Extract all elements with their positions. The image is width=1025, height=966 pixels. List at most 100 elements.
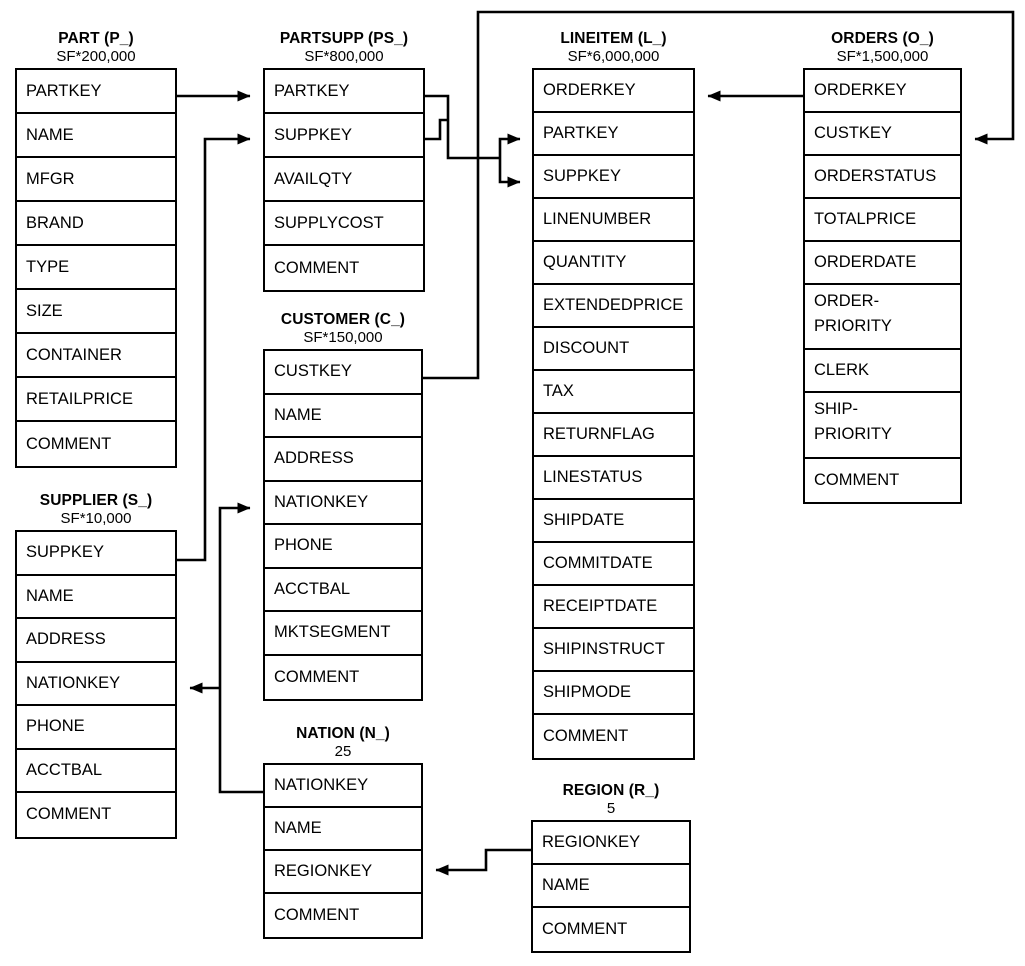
field-row: BRAND [17,202,175,246]
field-row: NATIONKEY [265,765,421,808]
field-row: QUANTITY [534,242,693,285]
field-row: RECEIPTDATE [534,586,693,629]
field-row: ORDERDATE [805,242,960,285]
field-row: MKTSEGMENT [265,612,421,656]
field-row: COMMENT [265,246,423,290]
field-row: DISCOUNT [534,328,693,371]
field-row: COMMENT [17,793,175,837]
entity-title-supplier: SUPPLIER (S_) [39,492,153,509]
field-row: SHIPINSTRUCT [534,629,693,672]
field-row: COMMENT [533,908,689,951]
entity-cardinality-nation: 25 [334,743,352,760]
field-row: NAME [265,394,421,438]
field-row: NATIONKEY [265,481,421,525]
field-row: TYPE [17,246,175,290]
entity-title-nation: NATION (N_) [296,725,390,742]
entity-title-orders: ORDERS (O_) [831,30,934,47]
entity-title-customer: CUSTOMER (C_) [280,311,406,328]
field-row: CLERK [805,350,960,394]
field-row: NAME [17,575,175,619]
field-row: ACCTBAL [17,749,175,793]
field-row: PARTKEY [265,70,423,114]
entity-cardinality-customer: SF*150,000 [303,329,383,346]
wire-partsupp-trunk [446,132,500,160]
field-row: RETAILPRICE [17,378,175,422]
field-row: ADDRESS [17,619,175,663]
field-row: CUSTKEY [265,351,421,395]
wire-partsupp-suppkey-stub [425,118,448,141]
field-row: CUSTKEY [805,113,960,156]
field-row: CONTAINER [17,334,175,378]
field-row: COMMENT [265,655,421,699]
field-row: PHONE [265,525,421,569]
wire-region-to-nation [435,848,531,876]
field-row: NAME [265,808,421,851]
wire-nation-to-customer [218,502,263,794]
field-row: EXTENDEDPRICE [534,285,693,328]
field-row: COMMENT [265,894,421,937]
field-row: LINESTATUS [534,457,693,500]
entity-cardinality-partsupp: SF*800,000 [304,48,384,65]
field-row: SHIPMODE [534,672,693,715]
entity-cardinality-part: SF*200,000 [56,48,136,65]
field-row: NAME [17,114,175,158]
field-row: ORDER-PRIORITY [805,285,960,351]
entity-title-part: PART (P_) [58,30,134,47]
wire-supplier-to-partsupp [177,133,251,562]
field-row: LINENUMBER [534,199,693,242]
field-row: SIZE [17,290,175,334]
entity-title-region: REGION (R_) [562,782,660,799]
wire-partsupp-to-lineitem-partkey [498,133,521,158]
field-row: TAX [534,371,693,414]
field-row: COMMENT [534,715,693,758]
entity-cardinality-supplier: SF*10,000 [60,510,132,527]
field-row: ADDRESS [265,438,421,482]
field-row: COMMENT [805,458,960,502]
wire-partsupp-to-lineitem-suppkey [498,158,521,188]
entity-title-lineitem: LINEITEM (L_) [560,30,667,47]
field-row: NATIONKEY [17,662,175,706]
wire-customer-to-orders [423,10,1015,380]
field-row: SUPPKEY [534,156,693,199]
field-row: AVAILQTY [265,158,423,202]
field-row: TOTALPRICE [805,199,960,242]
wire-partsupp-partkey-stub [425,94,450,132]
field-row: SUPPLYCOST [265,202,423,246]
field-row: SUPPKEY [17,532,175,576]
field-row: ORDERKEY [805,70,960,113]
field-row: PARTKEY [17,70,175,114]
field-row: SHIPDATE [534,500,693,543]
field-row: NAME [533,865,689,908]
field-row: ACCTBAL [265,568,421,612]
field-row: ORDERKEY [534,70,693,113]
field-row: MFGR [17,158,175,202]
entity-cardinality-region: 5 [606,800,616,817]
field-row: COMMENT [17,422,175,466]
entity-title-partsupp: PARTSUPP (PS_) [279,30,409,47]
field-row: PARTKEY [534,113,693,156]
field-row: REGIONKEY [533,822,689,865]
field-row: SUPPKEY [265,114,423,158]
entity-cardinality-orders: SF*1,500,000 [836,48,929,65]
field-row: REGIONKEY [265,851,421,894]
entity-cardinality-lineitem: SF*6,000,000 [567,48,660,65]
field-row: COMMITDATE [534,543,693,586]
